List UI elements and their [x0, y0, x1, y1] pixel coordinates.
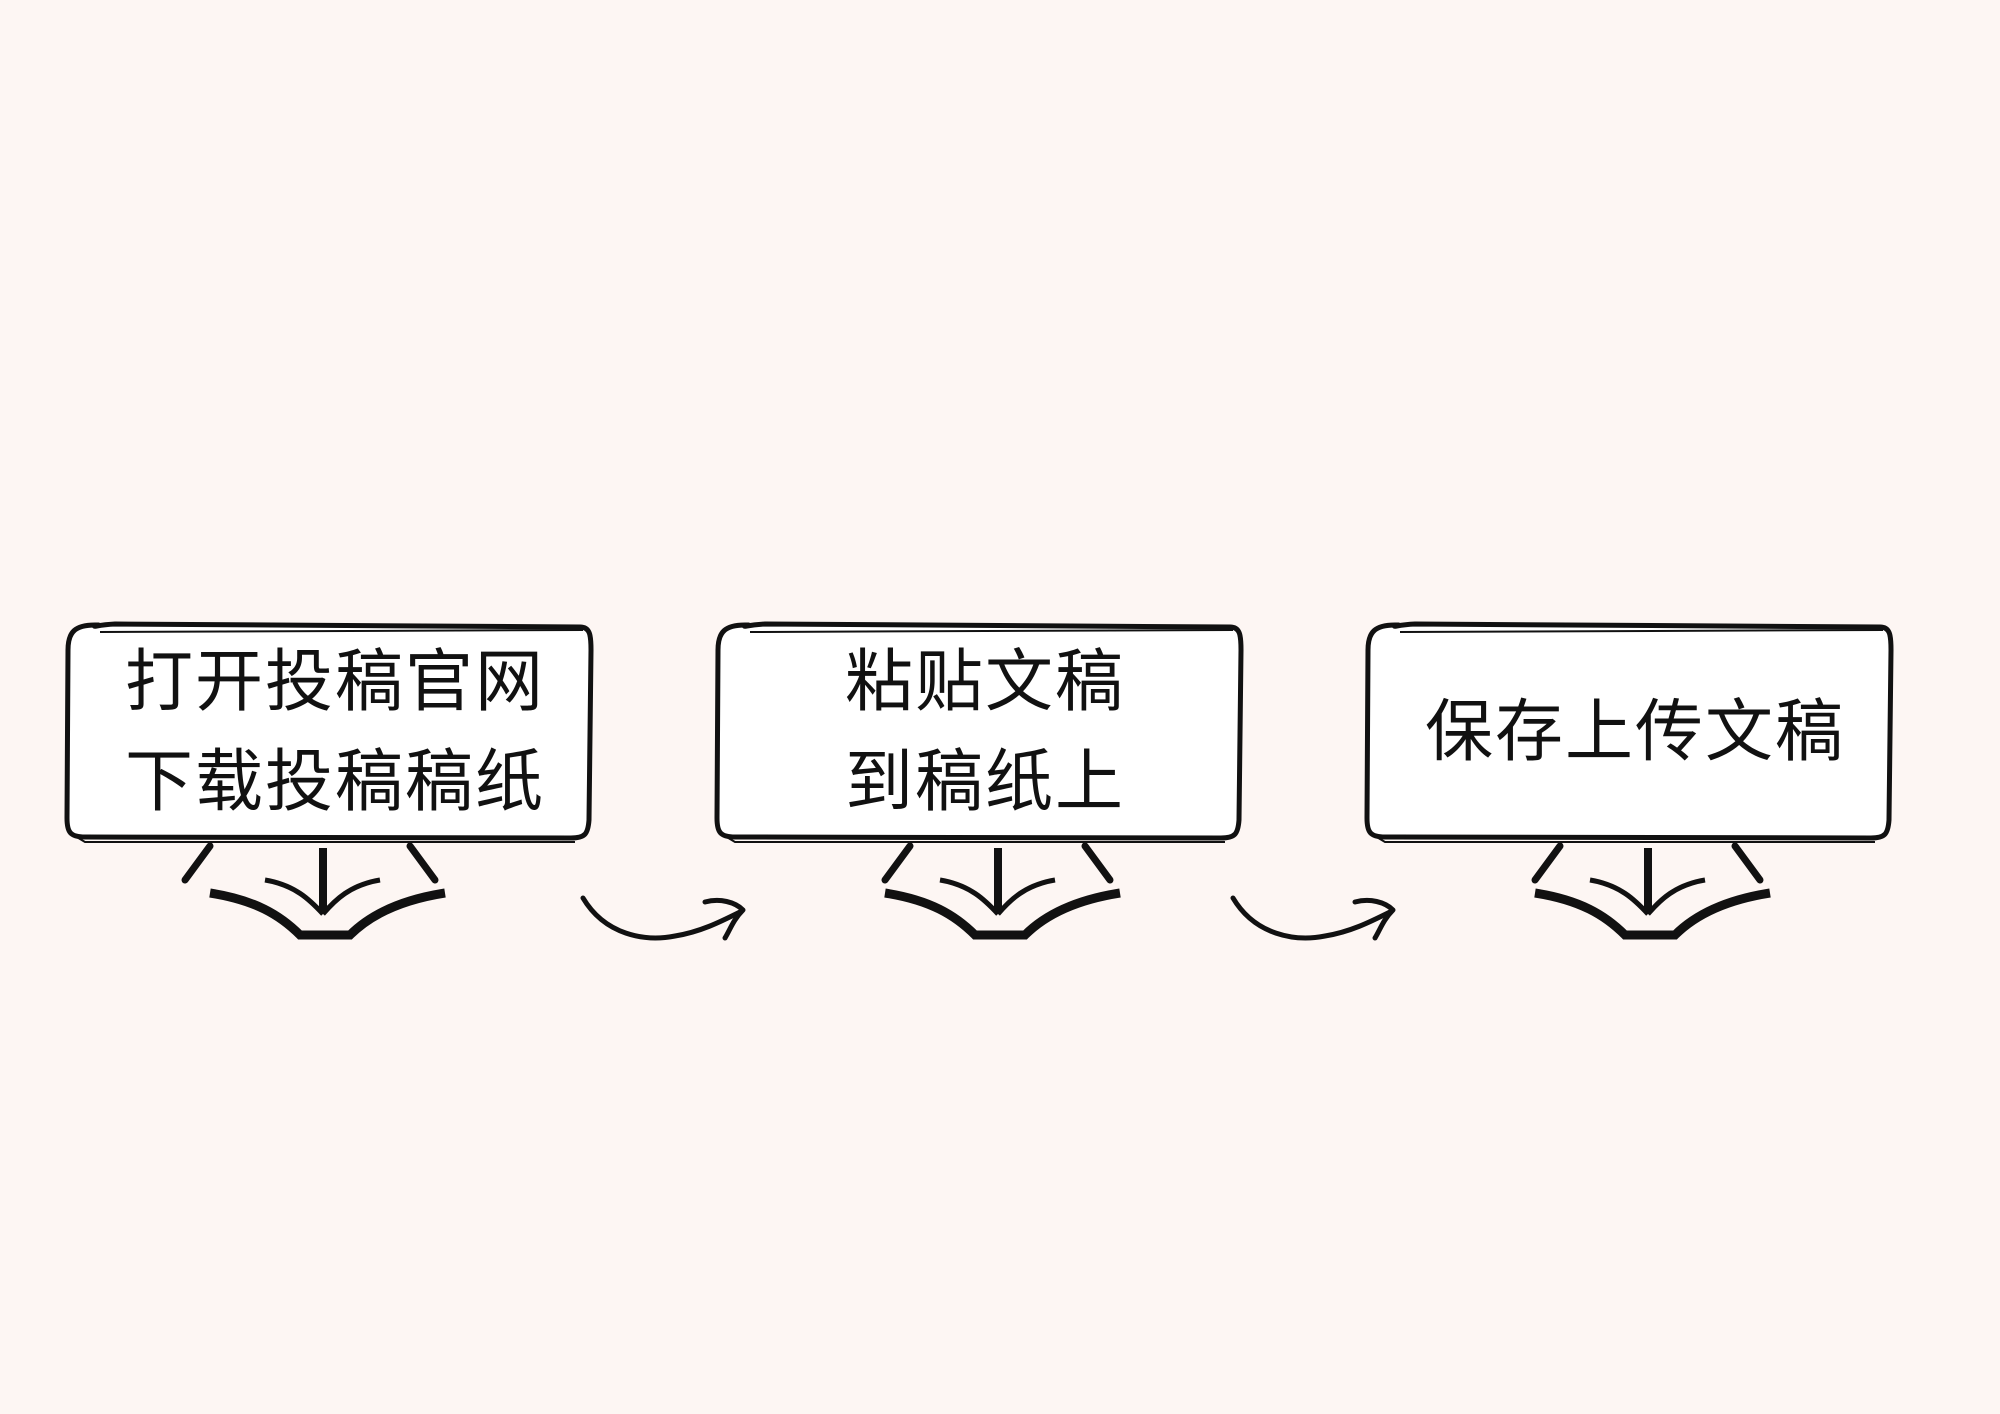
arrow-1-icon: [580, 895, 746, 941]
step-3: 保存上传文稿: [1355, 0, 1915, 1414]
step-2-line-1: 粘贴文稿: [844, 643, 1125, 722]
step-2-line-2: 到稿纸上: [844, 743, 1125, 822]
step-2: 粘贴文稿 到稿纸上: [705, 0, 1265, 1414]
step-1-line-1: 打开投稿官网: [124, 643, 545, 722]
sign-board-3: [1364, 621, 1894, 940]
step-1-label: 打开投稿官网 下载投稿稿纸: [80, 628, 590, 838]
step-2-label: 粘贴文稿 到稿纸上: [730, 628, 1240, 838]
sign-board-1: [64, 621, 594, 940]
arrow-2-icon: [1230, 895, 1396, 941]
step-3-label: 保存上传文稿: [1380, 628, 1890, 838]
step-1-line-2: 下载投稿稿纸: [124, 743, 545, 822]
step-3-line-1: 保存上传文稿: [1424, 693, 1845, 772]
step-1: 打开投稿官网 下载投稿稿纸: [55, 0, 615, 1414]
sign-board-2: [714, 621, 1244, 940]
